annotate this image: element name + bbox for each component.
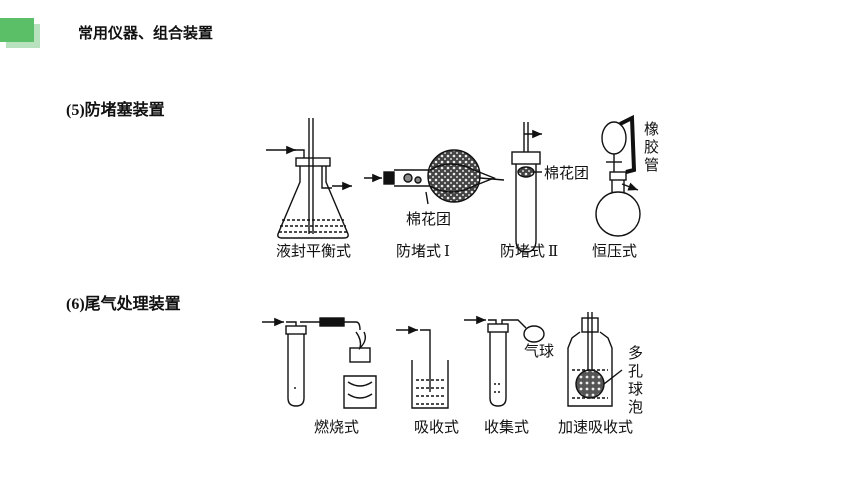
label-constant-pressure: 恒压式 xyxy=(592,242,637,260)
combustion-apparatus xyxy=(262,317,377,409)
label-porous-bulb-1: 多 xyxy=(628,344,643,362)
label-absorption: 吸收式 xyxy=(414,418,459,436)
section-6-title: (6)尾气处理装置 xyxy=(66,290,181,314)
label-cotton-ball-1: 棉花团 xyxy=(406,210,451,228)
label-collection: 收集式 xyxy=(484,418,529,436)
label-accelerated-absorption: 加速吸收式 xyxy=(558,418,633,436)
header-accent-bar xyxy=(0,18,34,42)
section-5-title: (5)防堵塞装置 xyxy=(66,96,165,120)
section-5-title-text: 防堵塞装置 xyxy=(84,100,165,119)
label-rubber-tube-2: 胶 xyxy=(644,138,659,156)
label-rubber-tube-3: 管 xyxy=(644,156,659,174)
anti-clog-type-1 xyxy=(364,149,505,205)
label-porous-bulb-2: 孔 xyxy=(628,362,643,380)
absorption-apparatus xyxy=(396,325,449,409)
tail-gas-apparatus-figure: 燃烧式 吸收式 收集式 加速吸收式 气球 多 孔 球 泡 xyxy=(262,312,643,436)
label-combustion: 燃烧式 xyxy=(314,418,359,436)
label-balloon: 气球 xyxy=(524,342,554,360)
page-title: 常用仪器、组合装置 xyxy=(78,24,214,42)
label-cotton-ball-2: 棉花团 xyxy=(544,164,589,182)
label-porous-bulb-3: 球 xyxy=(628,380,643,398)
accelerated-absorption-apparatus xyxy=(567,312,623,407)
anti-clog-type-2 xyxy=(511,122,542,253)
section-6-title-text: 尾气处理装置 xyxy=(84,294,181,313)
liquid-seal-flask xyxy=(266,118,352,239)
label-rubber-tube-1: 橡 xyxy=(644,120,659,138)
section-6-number: (6) xyxy=(66,296,85,313)
collection-apparatus xyxy=(464,315,545,407)
label-liquid-seal: 液封平衡式 xyxy=(276,242,351,260)
label-porous-bulb-4: 泡 xyxy=(628,398,643,416)
constant-pressure-funnel xyxy=(595,114,641,237)
section-5-number: (5) xyxy=(66,102,85,119)
